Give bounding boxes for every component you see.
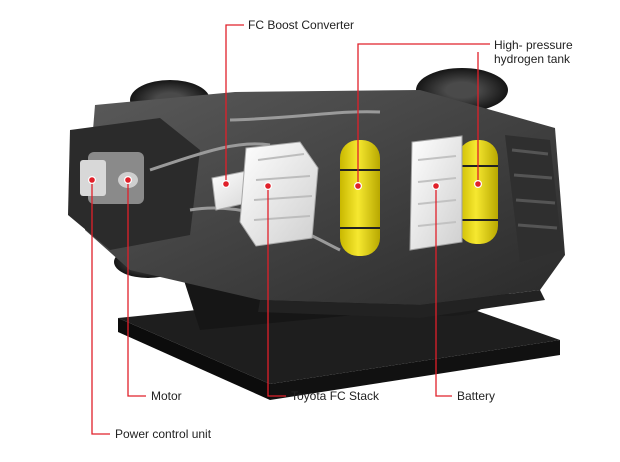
display-stand-side <box>270 340 560 400</box>
leader-dots <box>87 176 483 191</box>
label-toyota-fc-stack: Toyota FC Stack <box>291 389 380 403</box>
label-motor: Motor <box>151 389 182 403</box>
leader-fc-boost-converter <box>225 24 244 184</box>
label-fc-boost-converter: FC Boost Converter <box>248 18 355 32</box>
label-battery: Battery <box>457 389 496 403</box>
hydrogen-tank-front <box>340 140 380 256</box>
battery-cells <box>417 155 457 227</box>
chassis-rim <box>258 290 545 318</box>
fc-stack-ribs <box>253 153 313 221</box>
leader-battery <box>435 186 452 397</box>
leader-lines <box>91 24 490 435</box>
leader-motor <box>127 180 146 397</box>
rear-frame <box>505 135 562 262</box>
label-hydrogen-tank-line2: hydrogen tank <box>494 52 571 66</box>
rear-frame-ribs <box>511 148 558 230</box>
leader-hydrogen-tank <box>357 43 490 186</box>
leader-power-control-unit <box>91 180 110 435</box>
label-power-control-unit: Power control unit <box>115 427 212 441</box>
leader-toyota-fc-stack <box>267 186 286 397</box>
display-stand-front <box>118 318 270 400</box>
label-hydrogen-tank-line1: High- pressure <box>494 38 573 52</box>
